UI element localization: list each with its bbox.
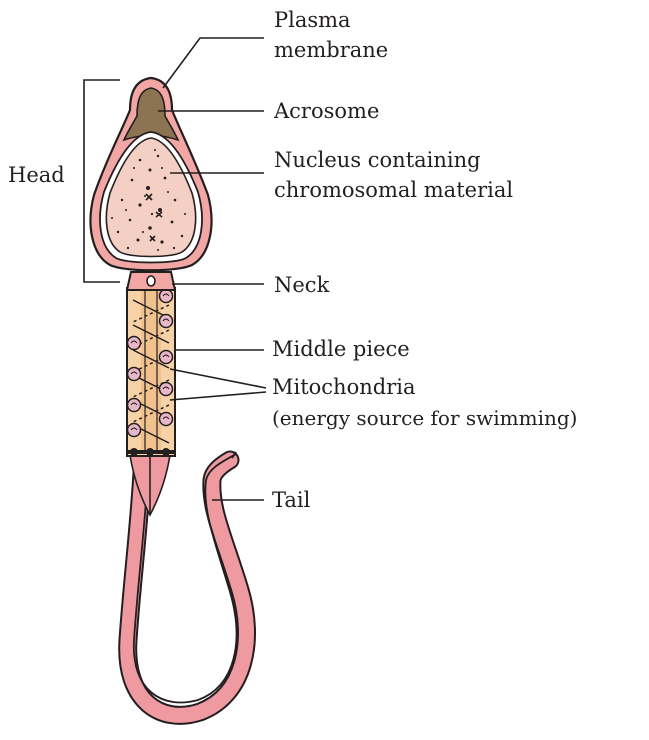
mitochondrion [158,381,174,397]
leader-plasma-membrane [162,37,264,89]
mitochondrion [158,288,174,304]
head [89,76,213,272]
label-plasma-membrane-line1: Plasma [274,8,351,32]
neck [125,271,177,291]
mitochondrion [126,397,142,413]
chromosomal-material [111,149,186,251]
tail-axial-filament [133,453,238,704]
tail [118,445,256,725]
mitochondrion [126,335,142,351]
label-head: Head [8,163,65,187]
distal-centriole-right [162,448,170,456]
label-acrosome: Acrosome [274,99,380,123]
leader-mitochondria-2 [169,391,267,401]
label-tail: Tail [272,488,311,512]
mitochondria [126,288,174,438]
tail-fill [120,447,254,723]
label-plasma-membrane-line2: membrane [274,38,389,62]
mitochondrion [126,422,142,438]
leader-mitochondria-1 [169,368,267,389]
label-nucleus-line1: Nucleus containing [274,148,481,172]
mitochondrion [158,313,174,329]
mitochondrion [126,366,142,382]
mitochondria-cristae [130,293,170,431]
mitochondrion [158,411,174,427]
label-neck: Neck [274,273,330,297]
proximal-centriole [146,275,156,287]
label-mitochondria-line1: Mitochondria [272,375,416,399]
middle-piece [126,287,176,457]
distal-centriole-center [146,448,154,456]
label-nucleus-line2: chromosomal material [274,178,514,202]
leader-lines [83,37,267,501]
chromosome-marks [145,193,163,242]
middle-piece-core [141,290,161,454]
nucleus [105,137,197,258]
mitochondrion [158,349,174,365]
label-mitochondria-line2: (energy source for swimming) [272,406,578,430]
label-middle-piece: Middle piece [272,337,410,361]
tail-end-filament [231,451,237,459]
head-bracket [83,79,120,283]
distal-centriole-left [130,448,138,456]
